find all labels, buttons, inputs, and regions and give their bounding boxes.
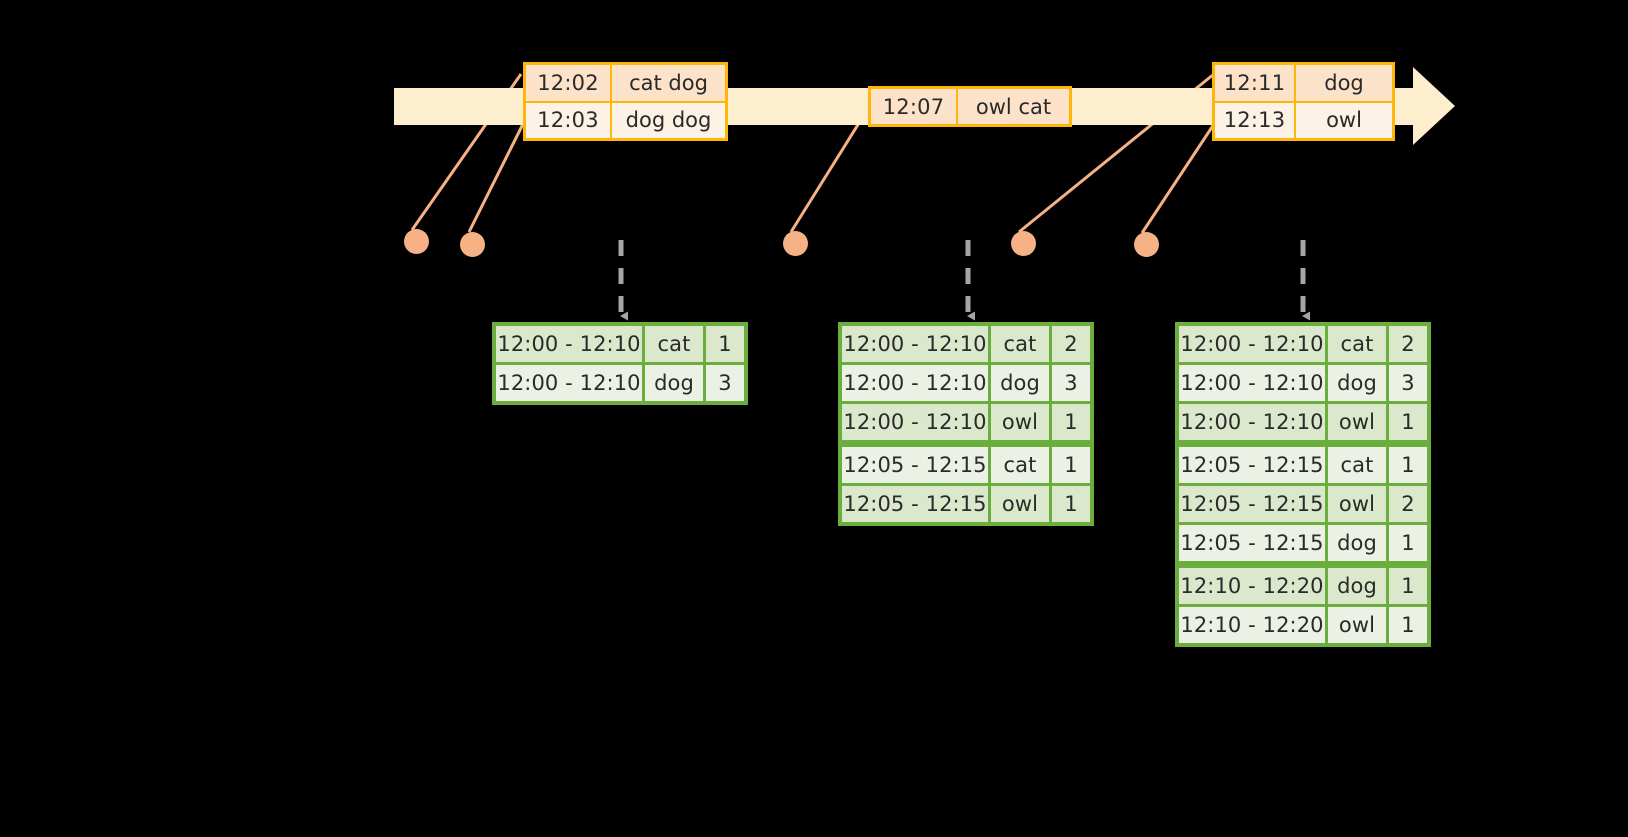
- cell-window: 12:05 - 12:15: [1179, 525, 1325, 561]
- connector-line-2: [467, 115, 529, 233]
- cell-count: 2: [1389, 486, 1427, 522]
- cell-window: 12:05 - 12:15: [842, 447, 988, 483]
- event-row: 12:02 cat dog: [526, 65, 725, 103]
- cell-window: 12:00 - 12:10: [496, 326, 642, 362]
- cell-count: 1: [1052, 447, 1090, 483]
- cell-count: 1: [1389, 607, 1427, 643]
- cell-count: 1: [1389, 447, 1427, 483]
- cell-key: owl: [1328, 607, 1386, 643]
- cell-window: 12:10 - 12:20: [1179, 607, 1325, 643]
- cell-key: cat: [645, 326, 703, 362]
- event-words: dog: [1324, 70, 1364, 95]
- event-box-3[interactable]: 12:11 dog 12:13 owl: [1212, 62, 1395, 141]
- cell-window: 12:00 - 12:10: [842, 404, 988, 440]
- cell-window: 12:00 - 12:10: [842, 326, 988, 362]
- cell-key: cat: [991, 447, 1049, 483]
- dashed-arrows: [618, 240, 1310, 321]
- cell-key: cat: [991, 326, 1049, 362]
- event-words: owl cat: [975, 94, 1052, 119]
- event-words: cat dog: [629, 70, 708, 95]
- cell-window: 12:00 - 12:10: [1179, 326, 1325, 362]
- cell-window: 12:05 - 12:15: [1179, 486, 1325, 522]
- cell-key: cat: [1328, 326, 1386, 362]
- cell-key: dog: [991, 365, 1049, 401]
- event-row: 12:07 owl cat: [871, 89, 1069, 124]
- event-row: 12:11 dog: [1215, 65, 1392, 103]
- cell-key: owl: [1328, 404, 1386, 440]
- cell-key: cat: [1328, 447, 1386, 483]
- cell-key: dog: [645, 365, 703, 401]
- cell-key: owl: [991, 404, 1049, 440]
- cell-count: 3: [1389, 365, 1427, 401]
- cell-window: 12:00 - 12:10: [842, 365, 988, 401]
- cell-window: 12:00 - 12:10: [1179, 365, 1325, 401]
- connector-line-5: [1140, 117, 1220, 234]
- stream-timeline-arrowhead: [1413, 67, 1455, 145]
- cell-window: 12:00 - 12:10: [1179, 404, 1325, 440]
- event-words: owl: [1326, 108, 1362, 133]
- cell-count: 3: [1052, 365, 1090, 401]
- event-time: 12:13: [1215, 102, 1296, 138]
- cell-window: 12:05 - 12:15: [842, 486, 988, 522]
- event-box-1[interactable]: 12:02 cat dog 12:03 dog dog: [523, 62, 728, 141]
- cell-window: 12:05 - 12:15: [1179, 447, 1325, 483]
- event-dot-4: [1011, 231, 1036, 256]
- event-dot-1: [404, 229, 429, 254]
- event-dot-3: [783, 231, 808, 256]
- event-dot-2: [460, 232, 485, 257]
- cell-count: 1: [706, 326, 744, 362]
- cell-key: owl: [991, 486, 1049, 522]
- event-time: 12:11: [1215, 65, 1296, 101]
- cell-count: 1: [1389, 568, 1427, 604]
- cell-key: owl: [1328, 486, 1386, 522]
- cell-count: 1: [1389, 525, 1427, 561]
- cell-count: 3: [706, 365, 744, 401]
- cell-count: 1: [1052, 404, 1090, 440]
- cell-window: 12:10 - 12:20: [1179, 568, 1325, 604]
- event-row: 12:13 owl: [1215, 102, 1392, 138]
- cell-count: 2: [1052, 326, 1090, 362]
- event-row: 12:03 dog dog: [526, 102, 725, 138]
- cell-count: 2: [1389, 326, 1427, 362]
- event-words: dog dog: [625, 108, 712, 133]
- event-time: 12:02: [526, 65, 612, 101]
- cell-count: 1: [1389, 404, 1427, 440]
- cell-window: 12:00 - 12:10: [496, 365, 642, 401]
- cell-key: dog: [1328, 525, 1386, 561]
- connector-line-3: [789, 106, 871, 233]
- cell-count: 1: [1052, 486, 1090, 522]
- cell-key: dog: [1328, 568, 1386, 604]
- cell-key: dog: [1328, 365, 1386, 401]
- event-dot-5: [1134, 232, 1159, 257]
- event-time: 12:03: [526, 102, 612, 138]
- event-box-2[interactable]: 12:07 owl cat: [868, 86, 1072, 127]
- event-time: 12:07: [871, 89, 958, 124]
